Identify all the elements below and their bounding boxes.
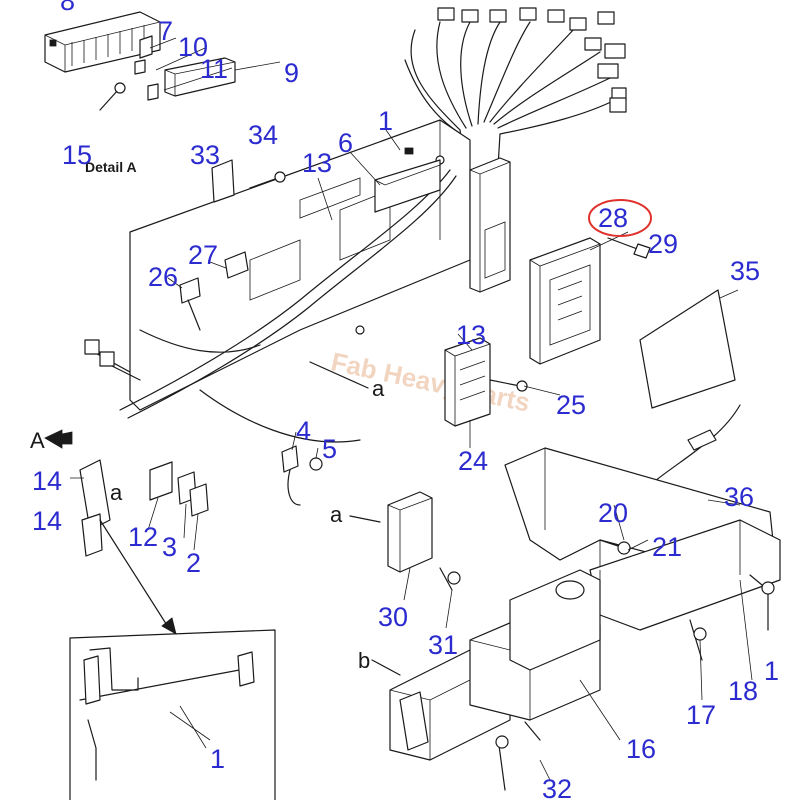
bolt-20 <box>599 539 631 555</box>
bolt-32 <box>495 721 541 791</box>
callout-15: 15 <box>62 140 92 170</box>
lower-frame-member <box>504 447 781 631</box>
callout-13-upper: 13 <box>302 148 332 178</box>
connector-pin-11 <box>147 83 159 101</box>
ref-letter-a-lower: a <box>330 502 343 527</box>
callout-34: 34 <box>248 120 278 150</box>
bracket-14 <box>79 459 111 557</box>
clip-27 <box>224 251 249 279</box>
callout-26: 26 <box>148 262 178 292</box>
frame-harness <box>84 169 457 443</box>
callout-2: 2 <box>186 548 201 578</box>
clamp-26 <box>179 277 201 331</box>
bracket-12 <box>149 461 173 501</box>
label-plate-35 <box>639 289 736 409</box>
relay-24 <box>444 337 491 427</box>
callout-1-right: 1 <box>764 656 779 686</box>
controller-28 <box>529 237 601 365</box>
callout-25: 25 <box>556 390 586 420</box>
bolt-31 <box>439 567 461 591</box>
relay-13-upper <box>469 157 511 293</box>
callout-4: 4 <box>296 416 311 446</box>
ref-arrow-a-right <box>309 361 369 389</box>
bolt-15 <box>99 82 126 111</box>
box-30 <box>387 491 433 573</box>
callout-8: 8 <box>60 0 75 16</box>
connector-2 <box>189 483 209 517</box>
callout-21: 21 <box>652 532 682 562</box>
callout-33: 33 <box>190 140 220 170</box>
callout-6: 6 <box>338 128 353 158</box>
callout-5: 5 <box>322 434 337 464</box>
inset-detail-box <box>69 629 276 800</box>
bolt-5 <box>309 457 323 471</box>
callout-27: 27 <box>188 240 218 270</box>
ref-letter-a-left: a <box>110 480 123 505</box>
ref-letter-a-right: a <box>372 376 385 401</box>
callout-12: 12 <box>128 522 158 552</box>
callout-32: 32 <box>542 774 572 800</box>
connector-terminal-7 <box>139 35 153 59</box>
callout-16: 16 <box>626 734 656 764</box>
ground-cable-36 <box>649 404 741 486</box>
detail-a-connector-block <box>44 11 161 73</box>
cover-plate-9 <box>164 57 236 97</box>
callout-24: 24 <box>458 446 488 476</box>
callout-1-top: 1 <box>378 106 393 136</box>
highlight-circle-28 <box>588 199 652 237</box>
connector-pin-10 <box>134 59 146 75</box>
callout-9: 9 <box>284 58 299 88</box>
callout-1-bottom: 1 <box>210 744 225 774</box>
callout-13-lower: 13 <box>456 320 486 350</box>
inset-pointer-arrow <box>99 519 171 631</box>
duct-assembly-16 <box>389 569 601 761</box>
callout-36: 36 <box>724 482 754 512</box>
leader-lines <box>70 129 753 781</box>
callout-28: 28 <box>598 203 628 233</box>
bolt-1-right <box>749 574 775 631</box>
callout-14-lower: 14 <box>32 506 62 536</box>
callout-7: 7 <box>158 16 173 46</box>
callout-31: 31 <box>428 630 458 660</box>
callout-18: 18 <box>728 676 758 706</box>
callout-35: 35 <box>730 256 760 286</box>
callout-30: 30 <box>378 602 408 632</box>
detail-caption: Detail A <box>85 159 137 175</box>
ref-letter-b: b <box>358 648 370 673</box>
bolt-17 <box>689 619 707 661</box>
bracket-33 <box>211 159 235 203</box>
sensor-4 <box>281 445 301 506</box>
bolt-34 <box>249 171 286 189</box>
bolt-29 <box>607 237 651 259</box>
view-letter-a: A <box>30 428 45 453</box>
callout-10: 10 <box>178 32 208 62</box>
inset-pointer-head <box>161 617 177 635</box>
ref-arrow-a-lower <box>349 515 381 523</box>
bolt-25 <box>489 379 528 392</box>
bracket-6 <box>374 159 441 213</box>
view-arrow-a <box>44 429 73 449</box>
callout-17: 17 <box>686 700 716 730</box>
callout-14-upper: 14 <box>32 466 62 496</box>
callout-3: 3 <box>162 532 177 562</box>
callout-11: 11 <box>200 54 228 84</box>
callout-29: 29 <box>648 229 678 259</box>
ref-arrow-b <box>371 659 401 676</box>
callout-20: 20 <box>598 498 628 528</box>
